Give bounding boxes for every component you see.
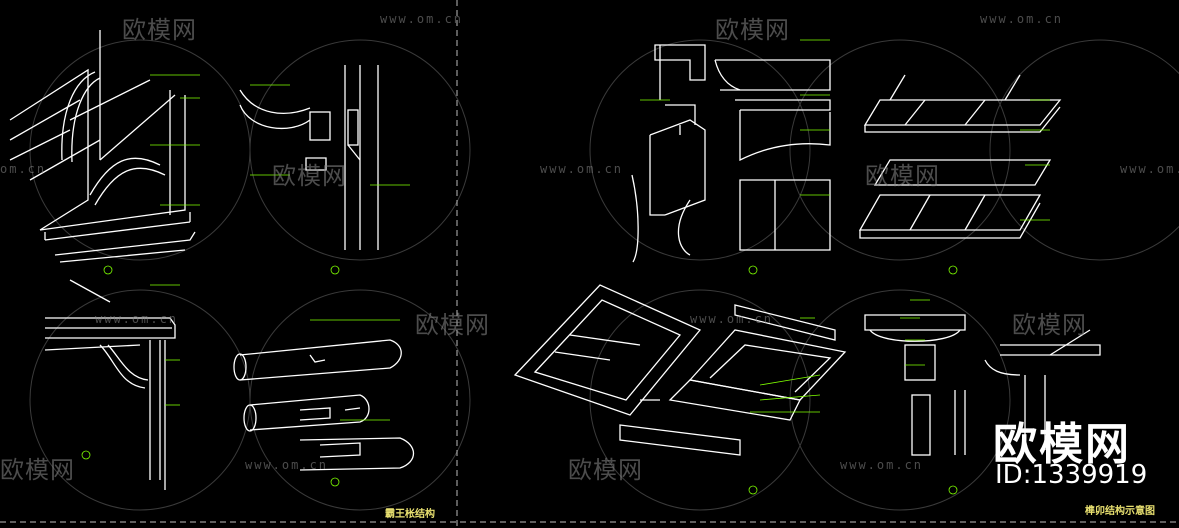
- watermark-url: www.om.cn: [245, 458, 329, 472]
- brand-overlay-name: 欧模网: [993, 419, 1131, 470]
- watermark-circles: [29, 39, 1179, 511]
- detail-3-hook-joint: [239, 65, 379, 250]
- detail-2-table-elevation: [44, 279, 176, 490]
- watermark-url: www.om.cn: [540, 162, 624, 176]
- watermark-brand: 欧模网: [0, 456, 75, 484]
- detail-1-bracket-profiles: [631, 44, 831, 263]
- watermark-brand: 欧模网: [865, 162, 940, 190]
- watermark-url: www.om.cn: [95, 312, 179, 326]
- watermark-url: www.om.cn: [840, 458, 924, 472]
- right-sheet-title: 榫卯结构示意图: [1085, 506, 1155, 517]
- watermark-brand: 欧模网: [122, 16, 197, 44]
- watermark-url: om.cn: [0, 162, 47, 176]
- left-sheet-title: 霸王枨结构: [385, 509, 435, 520]
- callout-leaders: [81, 39, 1050, 495]
- watermark-brand: 欧模网: [1012, 311, 1087, 339]
- brand-overlay-id: ID:1339919: [995, 460, 1148, 490]
- watermark-url: www.om.cn: [1120, 162, 1179, 176]
- watermark-brand: 欧模网: [568, 456, 643, 484]
- detail-4-round-joints: [233, 339, 415, 471]
- watermark-brand: 欧模网: [415, 311, 490, 339]
- detail-2-panel-boards: [858, 74, 1062, 239]
- watermark-url: www.om.cn: [690, 312, 774, 326]
- detail-1-corner-stretcher: [9, 30, 196, 263]
- watermark-url: www.om.cn: [980, 12, 1064, 26]
- watermark-brand: 欧模网: [715, 16, 790, 44]
- watermark-url: www.om.cn: [380, 12, 464, 26]
- watermark-brand: 欧模网: [272, 162, 347, 190]
- detail-3-frame-panel: [513, 284, 847, 456]
- detail-4-leg-top: [864, 314, 1101, 456]
